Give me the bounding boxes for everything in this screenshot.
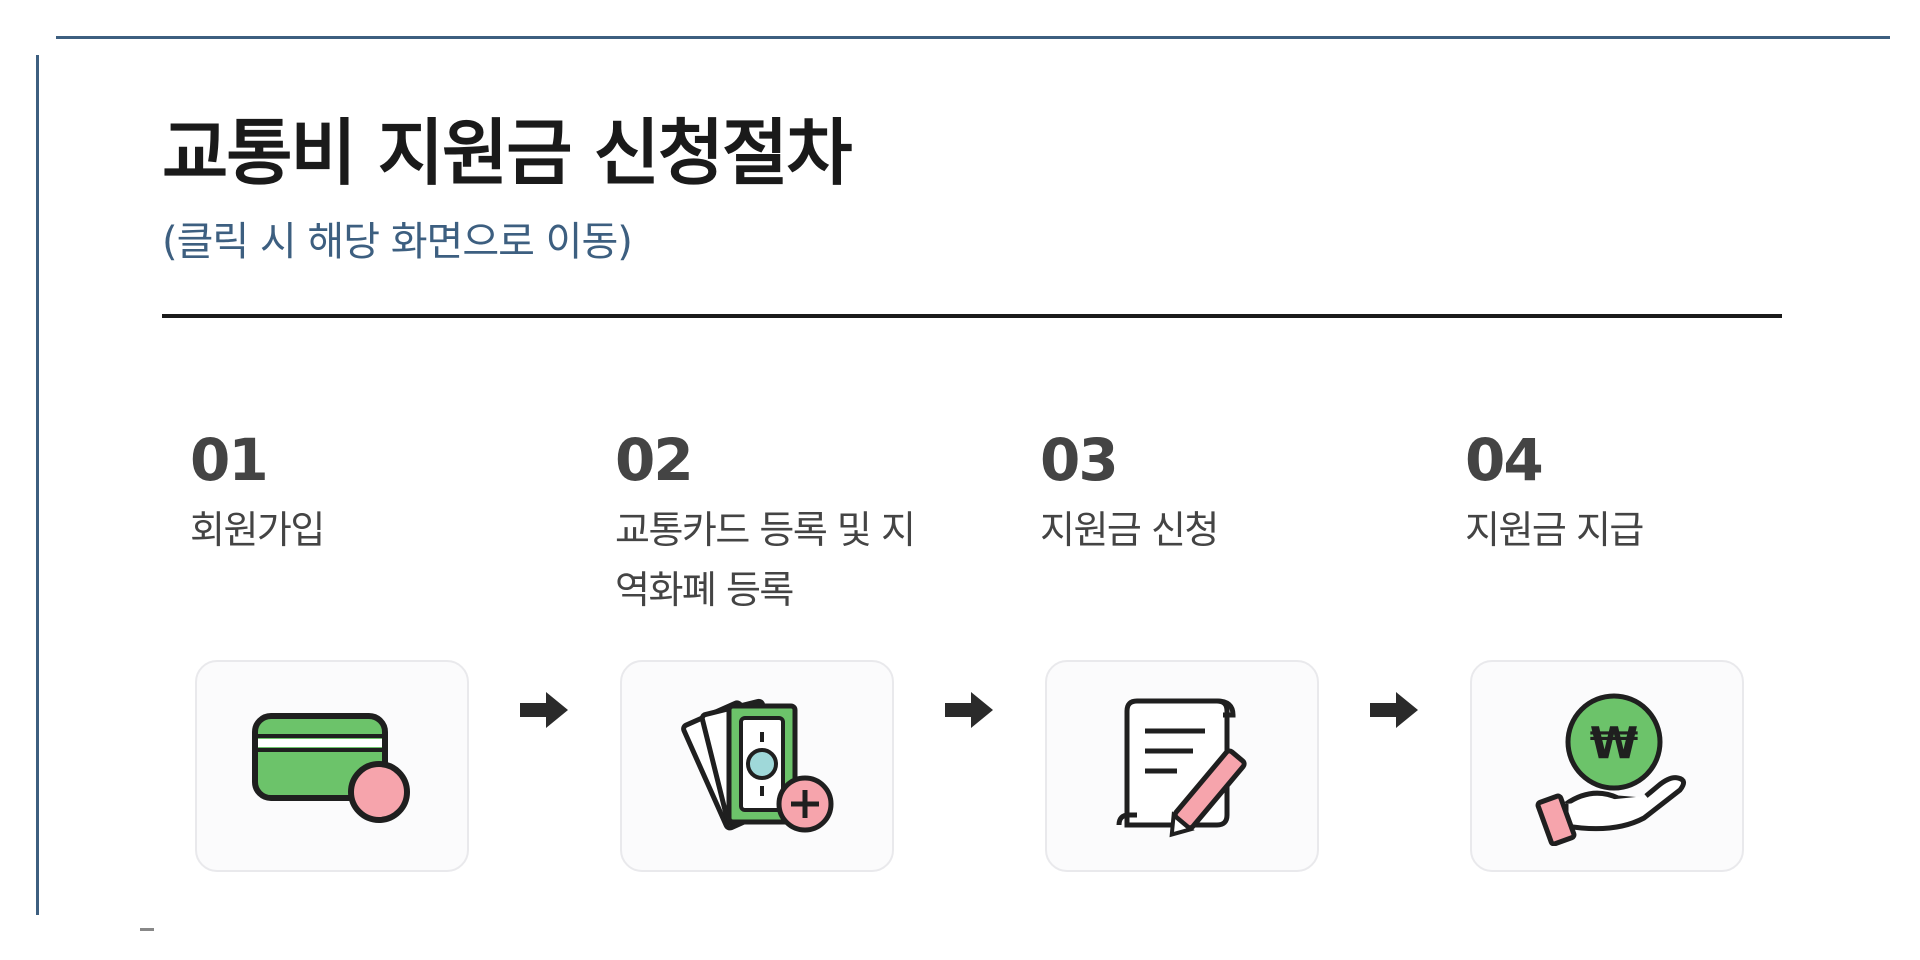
step-label: 지원금 지급	[1465, 508, 1644, 552]
arrow-right-icon	[943, 690, 995, 730]
frame-left-border	[36, 55, 39, 915]
step-number: 01	[190, 426, 269, 494]
arrow-right-icon	[518, 690, 570, 730]
document-pen-icon	[1116, 698, 1247, 838]
step-apply[interactable]: 03 지원금 신청	[1040, 420, 1340, 560]
step-card-apply[interactable]	[1045, 660, 1319, 872]
title-divider	[162, 314, 1782, 318]
step-payment[interactable]: 04 지원금 지급	[1465, 420, 1765, 560]
step-number: 04	[1465, 426, 1544, 494]
bottom-mark	[140, 928, 154, 931]
step-card-card-registration[interactable]	[620, 660, 894, 872]
step-number: 03	[1040, 426, 1119, 494]
page-title: 교통비 지원금 신청절차	[162, 111, 853, 195]
won-coin-hand-icon: ₩	[1535, 693, 1686, 846]
step-card-registration[interactable]: 02 교통카드 등록 및 지역화폐 등록	[615, 420, 916, 620]
step-signup[interactable]: 01 회원가입	[190, 420, 490, 560]
step-number: 02	[615, 426, 694, 494]
page-subtitle: (클릭 시 해당 화면으로 이동)	[162, 219, 633, 265]
credit-card-icon	[252, 713, 410, 823]
step-card-signup[interactable]	[195, 660, 469, 872]
step-label: 교통카드 등록 및 지역화폐 등록	[615, 508, 916, 612]
step-label: 회원가입	[190, 508, 325, 552]
step-label: 지원금 신청	[1040, 508, 1219, 552]
frame-top-border	[56, 36, 1890, 39]
money-add-icon	[681, 698, 834, 833]
arrow-right-icon	[1368, 690, 1420, 730]
won-symbol: ₩	[1590, 718, 1639, 769]
step-card-payment[interactable]: ₩	[1470, 660, 1744, 872]
